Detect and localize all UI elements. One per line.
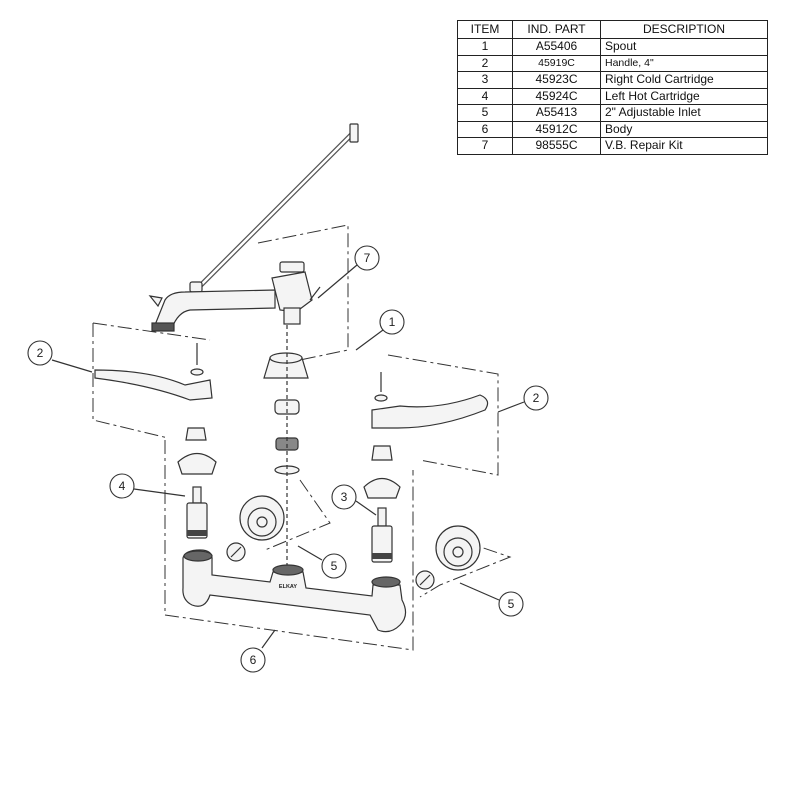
svg-text:2: 2	[37, 346, 44, 360]
callout-2-right: 2	[523, 385, 549, 411]
svg-text:1: 1	[389, 315, 396, 329]
left-inlet-outline	[264, 479, 331, 551]
svg-text:6: 6	[250, 653, 257, 667]
body-outline	[164, 440, 414, 651]
svg-text:3: 3	[341, 490, 348, 504]
svg-text:4: 4	[119, 479, 126, 493]
callout-4: 4	[109, 473, 135, 499]
right-handle	[363, 372, 489, 499]
callout-5-right: 5	[498, 591, 524, 617]
left-handle	[94, 343, 217, 475]
cell-part: 45912C	[512, 120, 601, 138]
left-adjustable-inlet	[226, 495, 285, 562]
left-hot-cartridge	[186, 486, 208, 539]
right-cold-cartridge	[371, 507, 393, 563]
callout-3: 3	[331, 484, 357, 510]
callout-2-left: 2	[27, 340, 53, 366]
faucet-body: ELKAY	[182, 549, 407, 633]
callout-5-left: 5	[321, 553, 347, 579]
table-header-row: ITEM IND. PART DESCRIPTION	[457, 20, 768, 39]
spout	[148, 261, 321, 332]
callout-6: 6	[240, 647, 266, 673]
center-nut-stack	[263, 325, 309, 570]
cell-part: 45923C	[512, 71, 601, 89]
cell-part: 98555C	[512, 137, 601, 155]
right-adjustable-inlet	[415, 525, 481, 590]
callout-1: 1	[379, 309, 405, 335]
header-description: DESCRIPTION	[600, 20, 768, 39]
header-item: ITEM	[457, 20, 513, 39]
svg-text:5: 5	[508, 597, 515, 611]
right-handle-outline	[387, 354, 499, 476]
svg-text:5: 5	[331, 559, 338, 573]
cell-description: Handle, 4"	[600, 54, 768, 72]
cell-description: Left Hot Cartridge	[600, 87, 768, 105]
cell-description: V.B. Repair Kit	[600, 137, 768, 155]
spout-support-arm	[189, 123, 359, 293]
svg-text:2: 2	[533, 391, 540, 405]
callout-7: 7	[354, 245, 380, 271]
spout-group-outline	[257, 224, 349, 361]
svg-text:7: 7	[364, 251, 371, 265]
right-inlet-outline	[419, 539, 512, 598]
cell-description: 2" Adjustable Inlet	[600, 104, 768, 122]
body-brand-label: ELKAY	[279, 584, 297, 590]
leader-lines	[51, 264, 525, 649]
